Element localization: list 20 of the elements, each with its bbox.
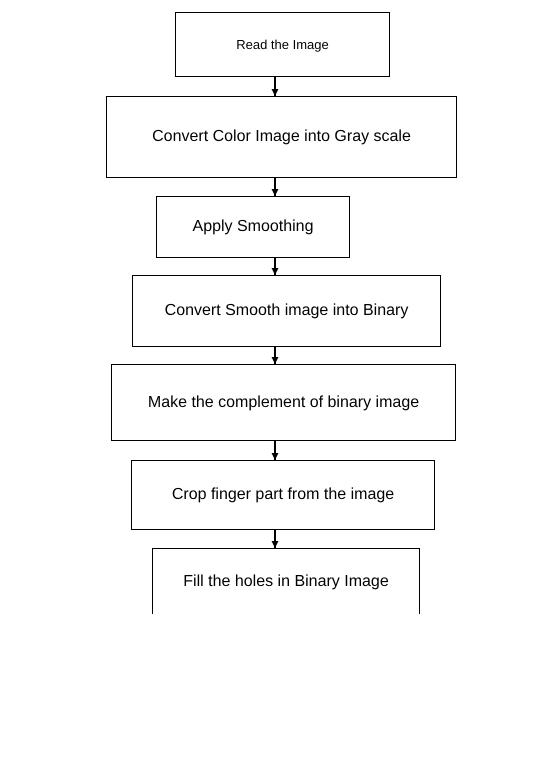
process-box [175,12,390,77]
step-label: Apply Smoothing [192,217,314,237]
arrow [272,258,278,275]
process-box [152,548,420,614]
process-box [106,96,457,178]
step-label: Convert Smooth image into Binary [164,301,410,321]
step-label: Fill the holes in Binary Image [182,572,390,592]
process-box [111,364,456,441]
arrow [272,441,278,460]
process-box [156,196,350,258]
step-label: Read the Image [235,36,330,54]
step-label: Convert Color Image into Gray scale [151,127,412,147]
process-box [131,460,435,530]
step-label: Crop finger part from the image [170,485,396,505]
step-label: Make the complement of binary image [146,392,420,412]
arrow [272,178,278,196]
process-box [132,275,441,347]
arrow [272,347,278,364]
arrow [272,77,278,96]
arrow [272,530,278,548]
